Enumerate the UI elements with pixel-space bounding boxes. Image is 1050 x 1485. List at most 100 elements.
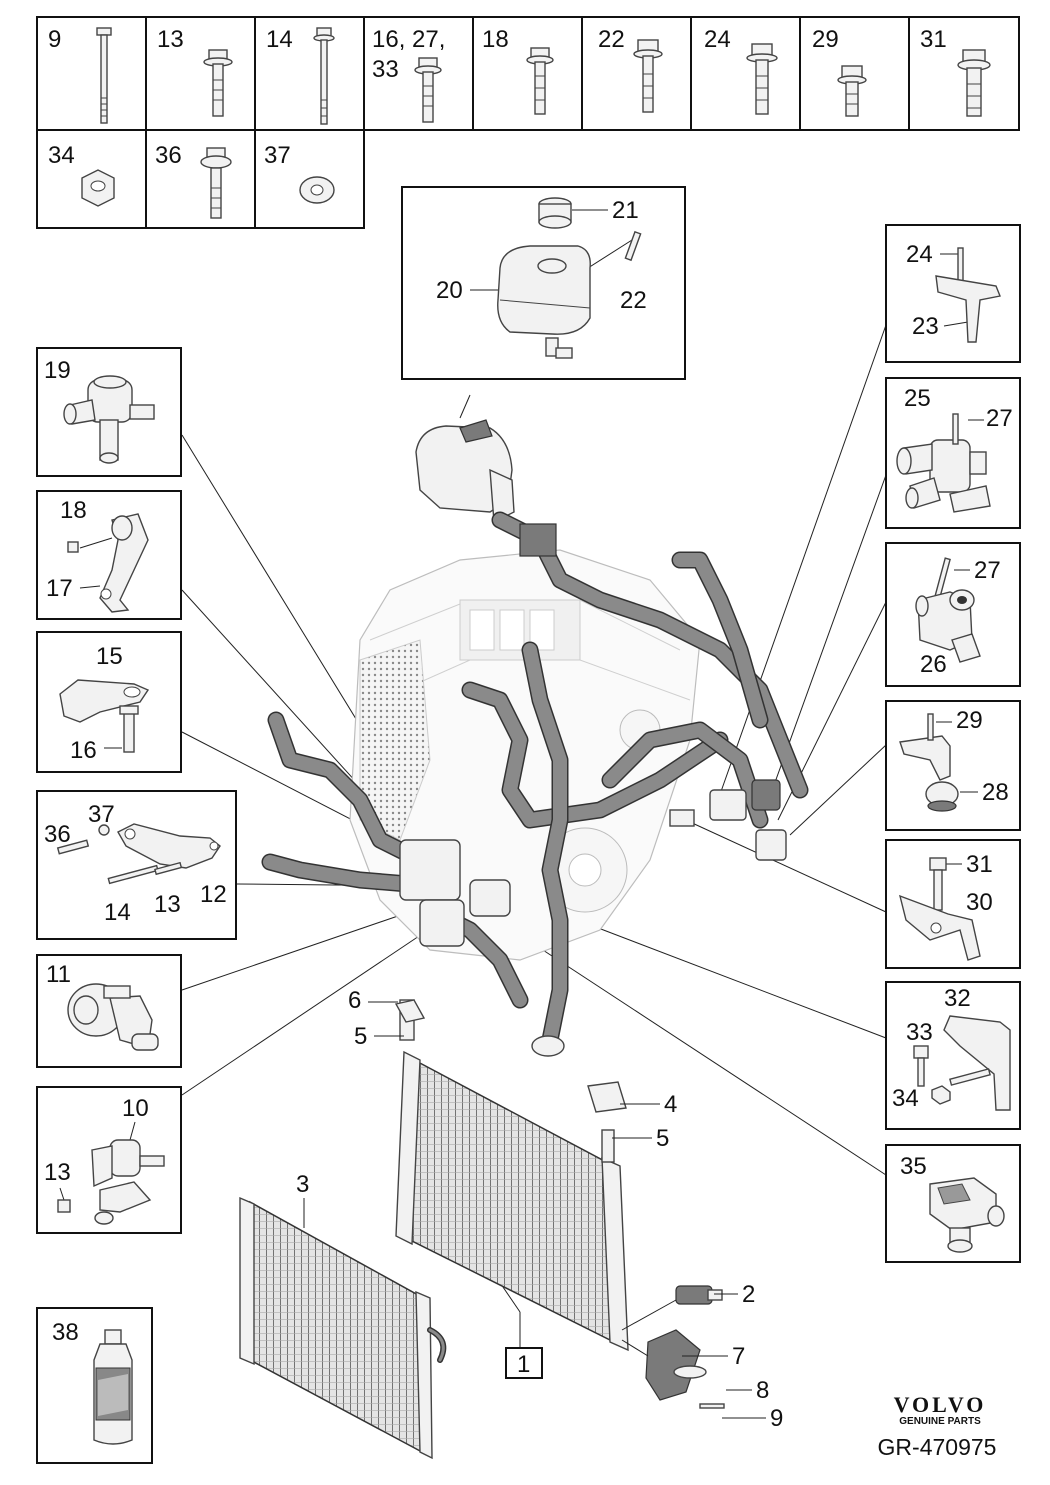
callout-box-19: 19 bbox=[36, 347, 182, 477]
flange-bolt-icon bbox=[414, 57, 442, 123]
callout-label: 13 bbox=[44, 1159, 71, 1186]
callout-label: 5 bbox=[354, 1023, 367, 1050]
main-callouts: 6 5 4 5 3 2 7 8 9 1 bbox=[296, 987, 783, 1432]
callout-label: 21 bbox=[612, 197, 639, 224]
callout-label: 5 bbox=[656, 1125, 669, 1152]
condenser bbox=[239, 1196, 447, 1460]
callout-label: 6 bbox=[348, 987, 361, 1014]
callout-label: 9 bbox=[770, 1405, 783, 1432]
callout-box-38: 38 bbox=[36, 1307, 153, 1464]
callout-label: 12 bbox=[200, 881, 227, 908]
expansion-tank-icon bbox=[497, 230, 642, 359]
callout-label: 26 bbox=[920, 651, 947, 678]
flange-bolt-icon bbox=[837, 65, 867, 117]
callout-box-30-31: 31 30 bbox=[885, 839, 1021, 969]
callout-label: 22 bbox=[620, 287, 647, 314]
bracket-icon bbox=[935, 247, 1001, 343]
coolant-bottle-icon bbox=[93, 1329, 133, 1445]
callout-label: 32 bbox=[944, 985, 971, 1012]
callout-box-10-13: 10 13 bbox=[36, 1086, 182, 1234]
washer-icon bbox=[299, 176, 335, 204]
callout-box-35: 35 bbox=[885, 1144, 1021, 1263]
bracket-icon bbox=[99, 513, 149, 613]
callout-label: 36 bbox=[44, 821, 71, 848]
expansion-tank-cap-icon bbox=[538, 197, 572, 229]
temperature-sensor-icon bbox=[675, 1285, 723, 1305]
callout-box-11: 11 bbox=[36, 954, 182, 1068]
mounting-bracket-icon bbox=[913, 1015, 1011, 1111]
callout-label: 34 bbox=[892, 1085, 919, 1112]
callout-box-20-21-22: 21 20 22 bbox=[401, 186, 686, 380]
expansion-tank bbox=[415, 419, 515, 524]
shoulder-bolt-icon bbox=[200, 147, 232, 219]
callout-label: 35 bbox=[900, 1153, 927, 1180]
callout-label: 38 bbox=[52, 1319, 79, 1346]
coolant-hoses bbox=[261, 511, 809, 1049]
long-bolt-icon bbox=[313, 27, 335, 125]
electric-water-pump-icon bbox=[67, 983, 159, 1051]
main-radiator bbox=[394, 999, 629, 1352]
coolant-valve-icon bbox=[57, 1139, 165, 1225]
flange-bolt-icon bbox=[957, 49, 991, 117]
callout-label: 33 bbox=[906, 1019, 933, 1046]
heat-shield-bracket-icon bbox=[59, 679, 150, 753]
thermostat-housing-icon bbox=[896, 413, 991, 513]
callout-label: 16 bbox=[70, 737, 97, 764]
fastener-label: 24 bbox=[704, 26, 731, 53]
callout-label: 19 bbox=[44, 357, 71, 384]
callout-label: 11 bbox=[46, 961, 71, 988]
callout-label: 2 bbox=[742, 1281, 755, 1308]
callout-label: 13 bbox=[154, 891, 181, 918]
callout-label: 37 bbox=[88, 801, 115, 828]
volvo-logo: VOLVO bbox=[893, 1392, 987, 1417]
fastener-label: 29 bbox=[812, 26, 839, 53]
fastener-label: 22 bbox=[598, 26, 625, 53]
callout-label: 27 bbox=[986, 405, 1013, 432]
callout-label: 28 bbox=[982, 779, 1009, 806]
genuine-parts-tagline: GENUINE PARTS bbox=[899, 1416, 981, 1427]
callout-box-26-27: 27 26 bbox=[885, 542, 1021, 687]
callout-label: 10 bbox=[122, 1095, 149, 1122]
fastener-label: 33 bbox=[372, 56, 399, 83]
coolant-valve-icon bbox=[915, 557, 981, 663]
fastener-label: 9 bbox=[48, 26, 61, 53]
callout-label: 14 bbox=[104, 899, 131, 926]
flange-bolt-icon bbox=[633, 39, 663, 113]
callout-label: 29 bbox=[956, 707, 983, 734]
flange-bolt-icon bbox=[526, 47, 554, 115]
callout-box-25-27: 25 27 bbox=[885, 377, 1021, 529]
callout-box-28-29: 29 28 bbox=[885, 700, 1021, 831]
callout-label: 3 bbox=[296, 1171, 309, 1198]
mounting-bracket-icon bbox=[56, 823, 221, 885]
small-bolt-icon bbox=[67, 541, 79, 553]
callout-label: 18 bbox=[60, 497, 87, 524]
callout-label: 20 bbox=[436, 277, 463, 304]
callout-box-23-24: 24 23 bbox=[885, 224, 1021, 363]
callout-box-15-16: 15 16 bbox=[36, 631, 182, 773]
callout-label: 25 bbox=[904, 385, 931, 412]
callout-label: 1 bbox=[517, 1351, 530, 1378]
callout-label: 7 bbox=[732, 1343, 745, 1370]
figure-code: GR-470975 bbox=[877, 1434, 997, 1460]
flange-bolt-icon bbox=[203, 49, 233, 117]
fan-shroud-mount-icon bbox=[645, 1329, 725, 1409]
auxiliary-pump-icon bbox=[929, 1177, 1005, 1253]
fastener-label: 16, 27, bbox=[372, 26, 445, 53]
callout-label: 30 bbox=[966, 889, 993, 916]
fastener-table: 9 13 14 16, 27, 33 18 22 24 29 31 34 36 … bbox=[36, 16, 1020, 229]
sensor-bracket-icon bbox=[899, 713, 959, 812]
fastener-label: 37 bbox=[264, 142, 291, 169]
fastener-label: 14 bbox=[266, 26, 293, 53]
callout-label: 4 bbox=[664, 1091, 677, 1118]
callout-label: 31 bbox=[966, 851, 993, 878]
callout-box-17-18: 18 17 bbox=[36, 490, 182, 620]
flange-nut-icon bbox=[81, 169, 115, 207]
callout-label: 8 bbox=[756, 1377, 769, 1404]
fastener-label: 31 bbox=[920, 26, 947, 53]
callout-label: 24 bbox=[906, 241, 933, 268]
valve-icon bbox=[63, 375, 155, 464]
long-bolt-icon bbox=[96, 27, 112, 124]
fastener-label: 34 bbox=[48, 142, 75, 169]
bracket-icon bbox=[898, 857, 981, 961]
fastener-label: 13 bbox=[157, 26, 184, 53]
